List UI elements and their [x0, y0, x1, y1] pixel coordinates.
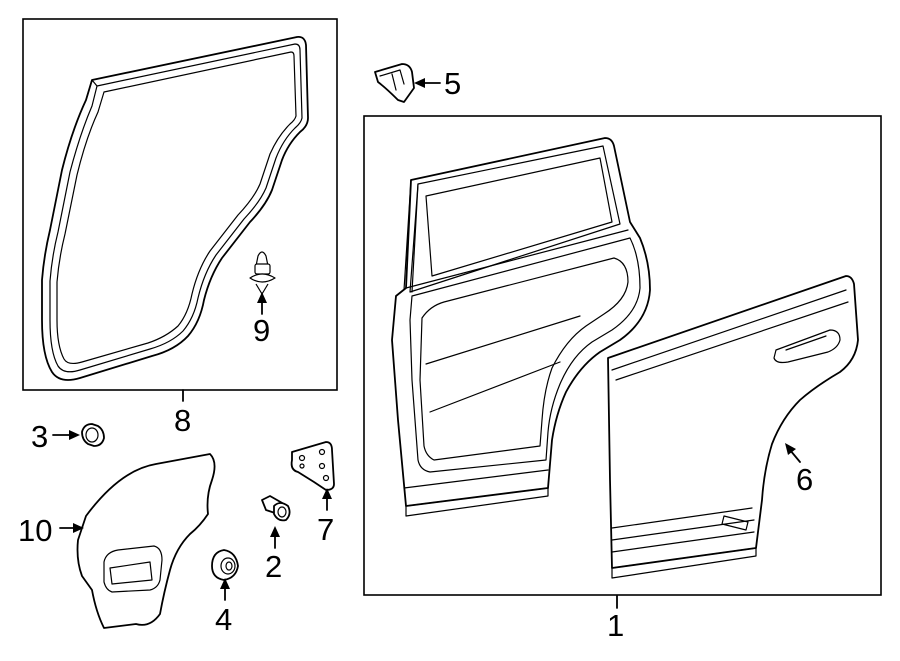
- weatherstrip-box: [22, 18, 338, 391]
- door-assembly-box: [363, 115, 882, 596]
- outer-door-panel-icon: [607, 275, 859, 579]
- rear-door-assembly-icon: [391, 137, 651, 517]
- callout-2: 2: [265, 549, 282, 584]
- water-shield-icon: [76, 453, 216, 629]
- callout-9: 9: [253, 313, 270, 348]
- hinge-plate-icon: [290, 441, 335, 491]
- callout-8: 8: [174, 403, 191, 438]
- callout-4: 4: [215, 602, 232, 637]
- bracket-icon: [374, 63, 415, 103]
- callout-3: 3: [31, 419, 48, 454]
- callout-5: 5: [444, 66, 461, 101]
- nut-icon: [81, 423, 105, 447]
- callout-7: 7: [317, 512, 334, 547]
- weatherstrip-icon: [41, 36, 309, 381]
- bushing-icon: [211, 549, 239, 581]
- callout-1: 1: [607, 608, 624, 643]
- hinge-bolt-icon: [261, 495, 291, 522]
- push-clip-icon: [249, 251, 276, 295]
- callout-10: 10: [18, 513, 52, 548]
- callout-6: 6: [796, 462, 813, 497]
